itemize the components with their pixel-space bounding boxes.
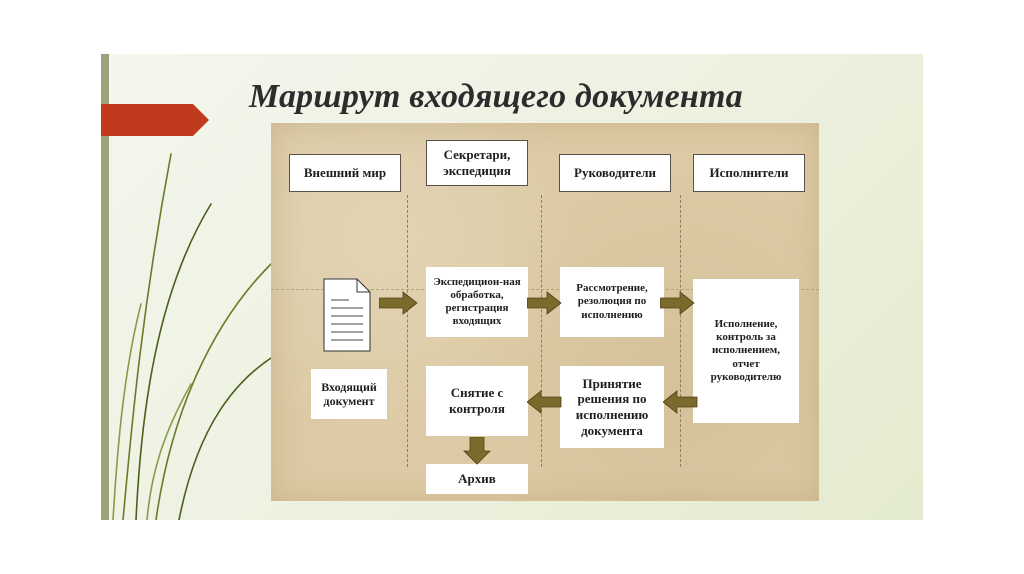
lane-header-executors: Исполнители	[693, 154, 805, 192]
row-separator	[271, 289, 819, 290]
arrow-left	[527, 390, 562, 414]
step-registration: Экспедицион-ная обработка, регистрация в…	[426, 267, 528, 337]
slide-left-bar	[101, 54, 109, 520]
slide: Маршрут входящего документа Внешний мир …	[101, 54, 923, 520]
arrow-left	[663, 390, 698, 414]
arrow-right	[660, 291, 695, 315]
step-incoming-document: Входящий документ	[311, 369, 387, 419]
document-icon	[323, 278, 371, 352]
step-decision: Принятие решения по исполнению документа	[560, 366, 664, 448]
step-removal-from-control: Снятие с контроля	[426, 366, 528, 436]
step-review: Рассмотрение, резолюция по исполнению	[560, 267, 664, 337]
arrow-right	[379, 291, 418, 315]
arrow-down	[463, 437, 491, 465]
arrow-right	[527, 291, 562, 315]
step-execution: Исполнение, контроль за исполнением, отч…	[693, 279, 799, 423]
step-archive: Архив	[426, 464, 528, 494]
lane-header-external: Внешний мир	[289, 154, 401, 192]
slide-title: Маршрут входящего документа	[249, 78, 743, 115]
accent-arrow-shape	[101, 104, 209, 136]
lane-header-secretaries: Секретари, экспедиция	[426, 140, 528, 186]
lane-header-managers: Руководители	[559, 154, 671, 192]
diagram-panel: Внешний мир Секретари, экспедиция Руково…	[271, 123, 819, 501]
lane-separator	[541, 195, 542, 467]
lane-separator	[680, 195, 681, 467]
lane-separator	[407, 195, 408, 467]
